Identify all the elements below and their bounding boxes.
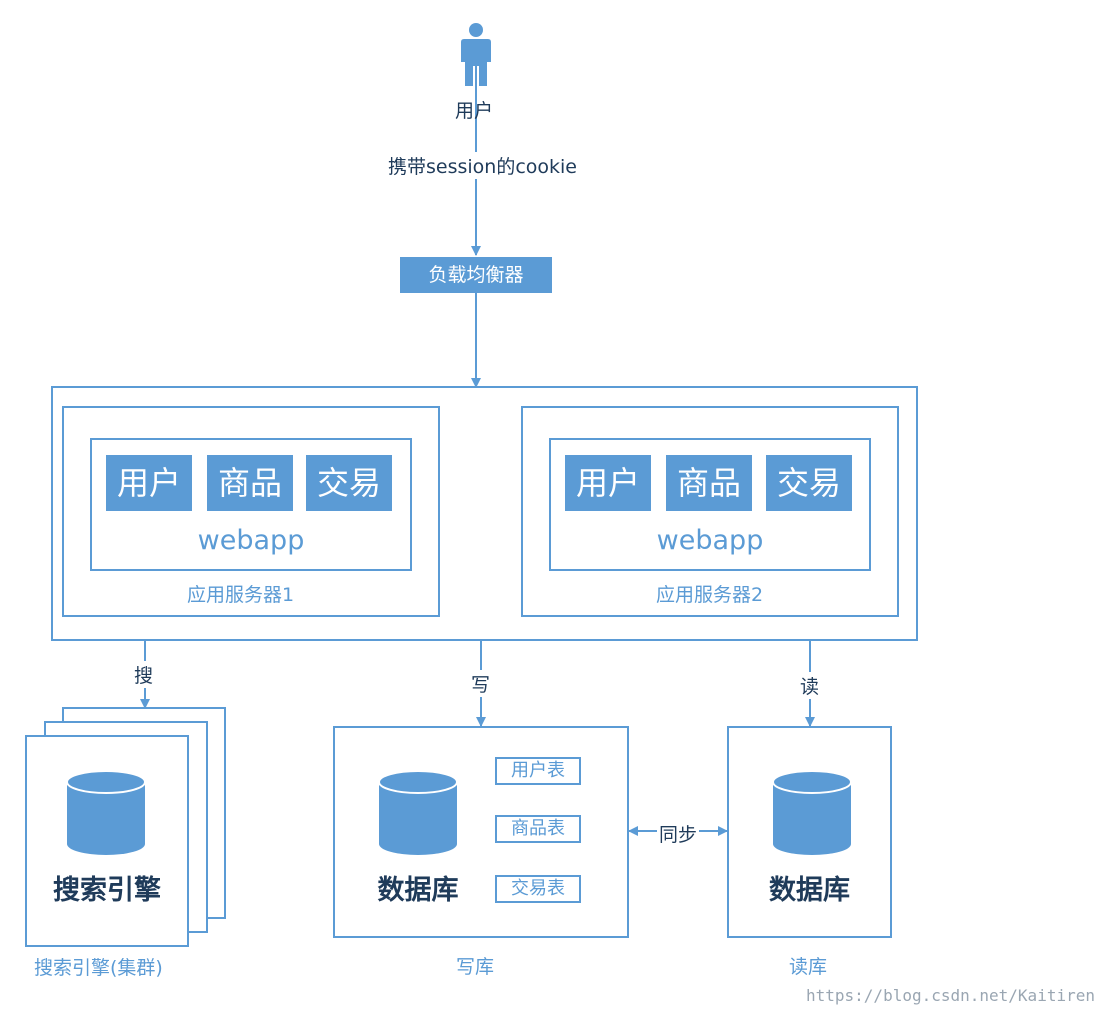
webapp-label-1: webapp [197,525,305,556]
search-engine-title: 搜索引擎 [53,875,161,906]
write-db-label: 写库 [456,956,495,978]
table-product: 商品表 [495,815,581,843]
read-db-title: 数据库 [769,875,850,906]
read-db-database-icon [772,770,852,855]
user-label: 用户 [455,100,494,122]
search-engine-label: 搜索引擎(集群) [34,957,163,979]
app-server-2-label: 应用服务器2 [656,584,764,606]
table-user: 用户表 [495,757,581,785]
module-user-1: 用户 [106,455,192,511]
module-trade-2: 交易 [766,455,852,511]
module-product-1: 商品 [207,455,293,511]
module-user-2: 用户 [565,455,651,511]
webapp-label-2: webapp [656,525,764,556]
edge-search-label: 搜 [134,661,154,688]
app-server-1-label: 应用服务器1 [187,584,295,606]
write-db-title: 数据库 [377,875,459,906]
load-balancer: 负载均衡器 [400,257,552,293]
read-db-label: 读库 [789,956,828,978]
user-icon [461,23,491,86]
table-trade: 交易表 [495,875,581,903]
write-db-database-icon [378,770,458,855]
edge-read-label: 读 [800,672,820,699]
module-trade-1: 交易 [306,455,392,511]
watermark: https://blog.csdn.net/Kaitiren [806,986,1095,1005]
module-product-2: 商品 [666,455,752,511]
edge-write-label: 写 [471,670,491,697]
edge-sync-label: 同步 [657,820,700,847]
edge-cookie-label: 携带session的cookie [386,152,579,179]
search-engine-database-icon [66,770,146,855]
